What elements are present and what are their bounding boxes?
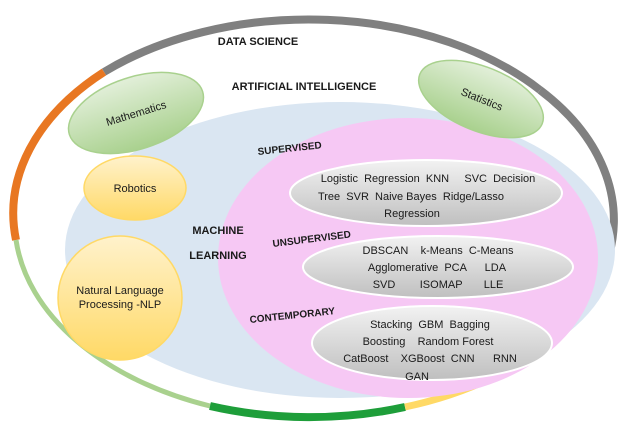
nlp-label-line2: Processing -NLP xyxy=(79,299,162,311)
ring-segment-top xyxy=(101,15,543,94)
contemporary-line1: Stacking GBM Bagging xyxy=(370,319,490,331)
statistics-ellipse xyxy=(417,59,545,139)
ring-segment-bottom xyxy=(209,402,406,422)
ml-label-line2: LEARNING xyxy=(189,250,246,262)
unsupervised-line2: Agglomerative PCA LDA xyxy=(368,262,507,274)
ring-segment-left xyxy=(9,68,107,241)
contemporary-line4: GAN xyxy=(405,371,429,383)
supervised-line3: Regression xyxy=(384,208,440,220)
data-science-title: DATA SCIENCE xyxy=(218,36,298,48)
supervised-line1: Logistic Regression KNN SVC Decision xyxy=(321,173,536,185)
mathematics-ellipse xyxy=(67,71,205,155)
contemporary-line3: CatBoost XGBoost CNN RNN xyxy=(343,353,517,365)
unsupervised-pill xyxy=(302,235,574,299)
unsupervised-line1: DBSCAN k-Means C-Means xyxy=(363,245,514,257)
ml-label-line1: MACHINE xyxy=(192,225,243,237)
supervised-line2: Tree SVR Naive Bayes Ridge/Lasso xyxy=(318,191,504,203)
ai-title: ARTIFICIAL INTELLIGENCE xyxy=(232,81,377,93)
robotics-ellipse xyxy=(83,155,187,221)
supervised-pill xyxy=(289,159,563,227)
robotics-label: Robotics xyxy=(114,183,157,195)
unsupervised-line3: SVD ISOMAP LLE xyxy=(373,279,504,291)
nlp-circle xyxy=(57,235,183,361)
nlp-label-line1: Natural Language xyxy=(76,285,163,297)
contemporary-line2: Boosting Random Forest xyxy=(363,336,494,348)
contemporary-pill xyxy=(311,305,553,381)
